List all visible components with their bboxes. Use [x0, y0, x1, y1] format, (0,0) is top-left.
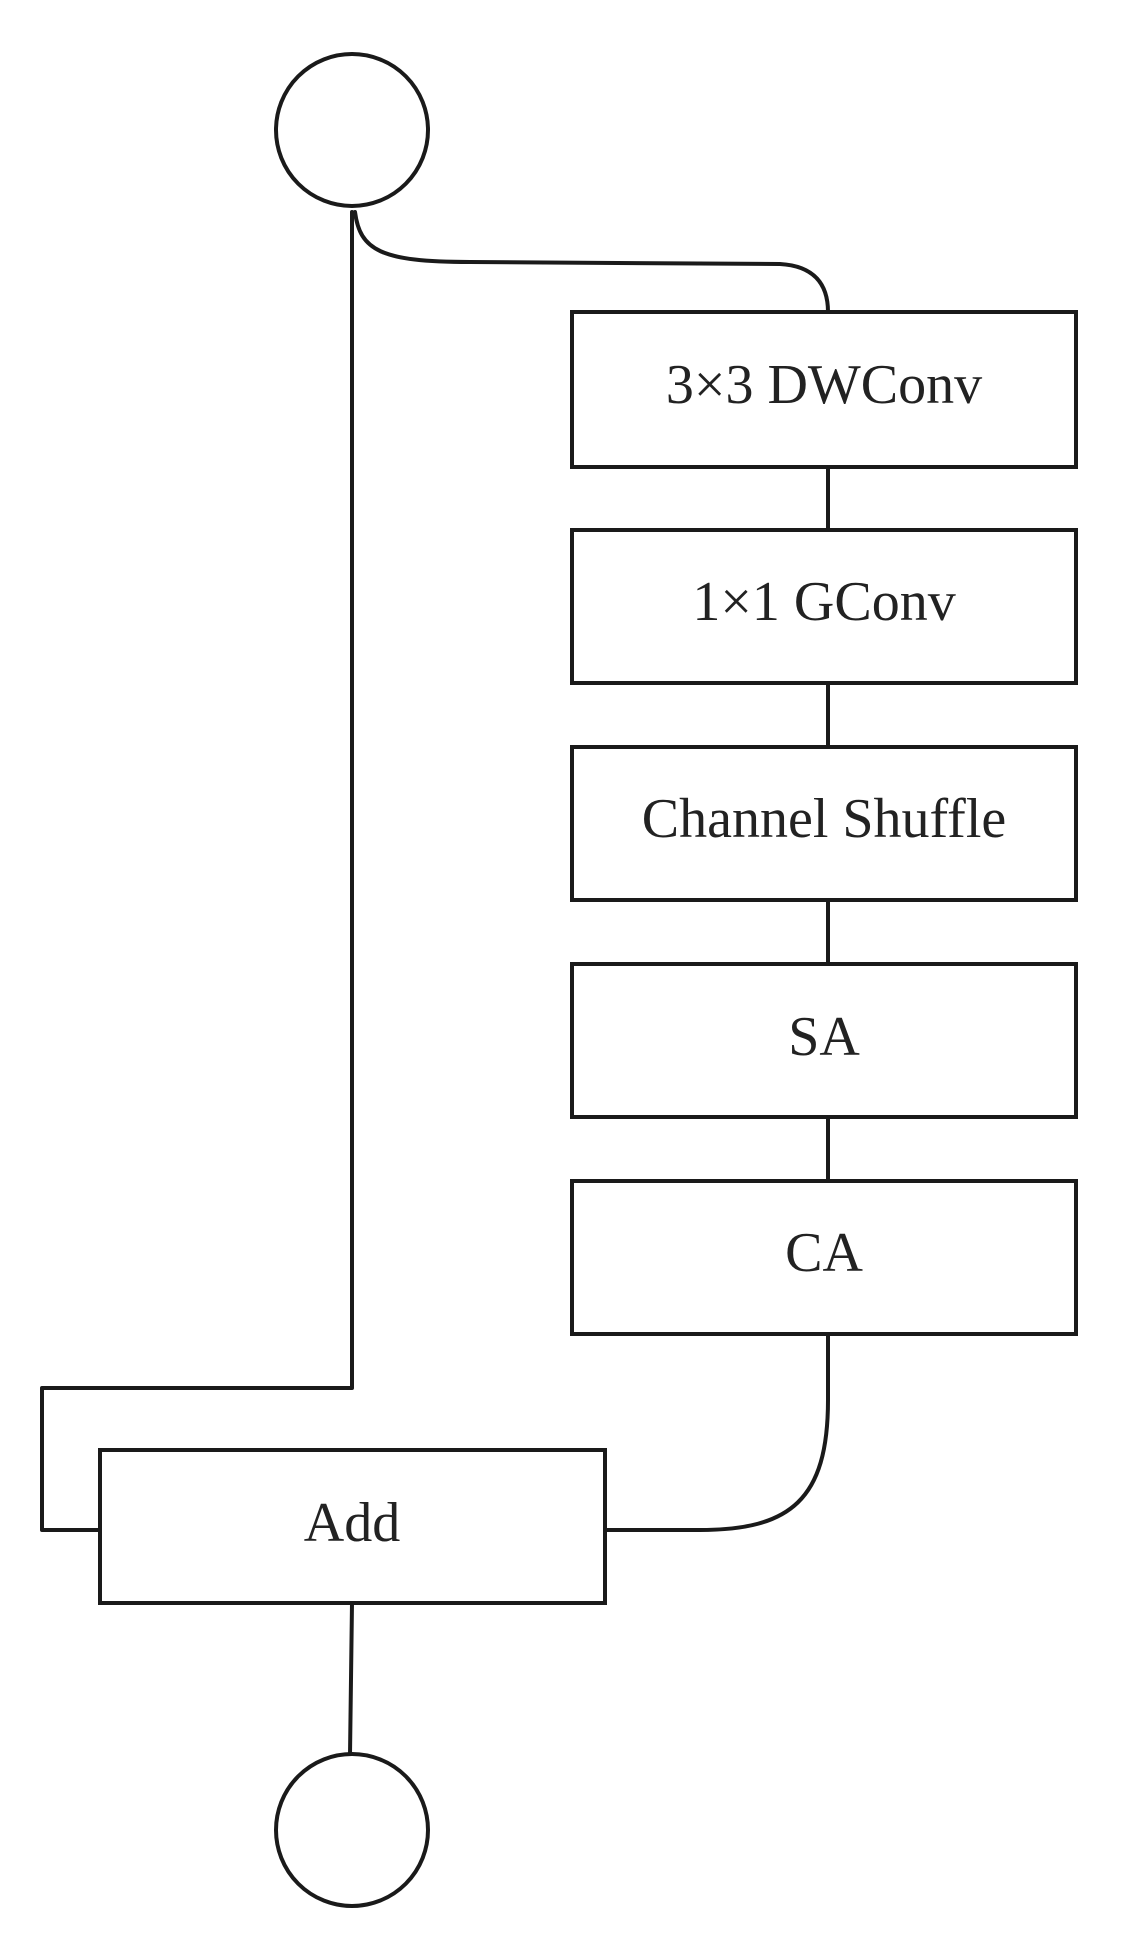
input-node	[274, 52, 430, 208]
connector-add-to-output	[348, 1601, 354, 1757]
block-sa: SA	[570, 962, 1078, 1119]
block-channel-shuffle: Channel Shuffle	[570, 745, 1078, 902]
block-gconv-label: 1×1 GConv	[692, 571, 955, 633]
block-add: Add	[98, 1448, 607, 1605]
block-ca: CA	[570, 1179, 1078, 1336]
connector-skip-path	[40, 210, 354, 1532]
block-ca-label: CA	[785, 1222, 863, 1284]
output-node	[274, 1752, 430, 1908]
block-channel-shuffle-label: Channel Shuffle	[642, 788, 1006, 850]
block-dwconv: 3×3 DWConv	[570, 310, 1078, 469]
block-gconv: 1×1 GConv	[570, 528, 1078, 685]
block-add-label: Add	[304, 1492, 400, 1554]
block-dwconv-label: 3×3 DWConv	[666, 354, 982, 416]
block-sa-label: SA	[788, 1006, 860, 1068]
connector-ca-to-add	[603, 1332, 830, 1532]
connector-input-to-dwconv	[353, 210, 830, 314]
